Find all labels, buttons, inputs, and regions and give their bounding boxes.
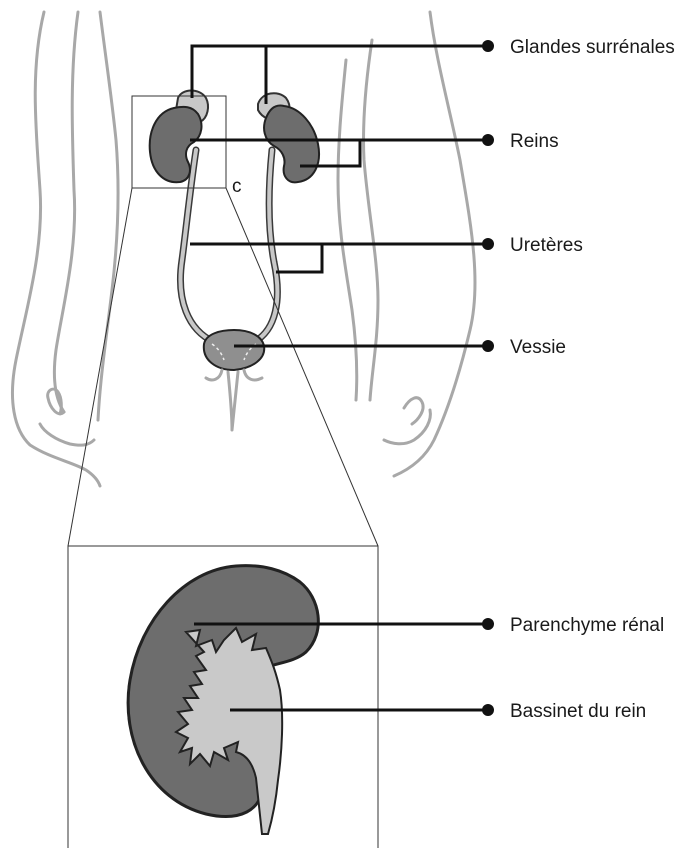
label-bladder: Vessie	[510, 337, 566, 358]
urethra	[206, 370, 262, 430]
zoom-marker-text: c	[232, 176, 242, 197]
leader-ureters-dot	[482, 238, 494, 250]
body-silhouette	[12, 12, 475, 486]
label-adrenal-glands: Glandes surrénales	[510, 37, 675, 58]
leader-kidneys-dot	[482, 134, 494, 146]
label-renal-pelvis: Bassinet du rein	[510, 701, 646, 722]
leader-parenchyma-dot	[482, 618, 494, 630]
label-renal-parenchyma: Parenchyme rénal	[510, 615, 664, 636]
kidney-detail	[128, 566, 318, 834]
left-arm-outer	[12, 12, 100, 486]
left-hand	[40, 389, 94, 445]
right-hand	[384, 398, 430, 444]
labels: Glandes surrénales Reins Uretères Vessie…	[510, 37, 675, 722]
leader-pelvis-dot	[482, 704, 494, 716]
label-kidneys: Reins	[510, 131, 559, 152]
leader-adrenal-dot	[482, 40, 494, 52]
left-arm-inner	[54, 12, 78, 412]
projection-line-left	[68, 188, 132, 546]
bladder	[204, 330, 264, 370]
leader-adrenal	[192, 46, 488, 104]
right-torso	[338, 60, 357, 400]
leader-bladder-dot	[482, 340, 494, 352]
leader-ureters	[190, 244, 488, 272]
label-ureters: Uretères	[510, 235, 583, 256]
